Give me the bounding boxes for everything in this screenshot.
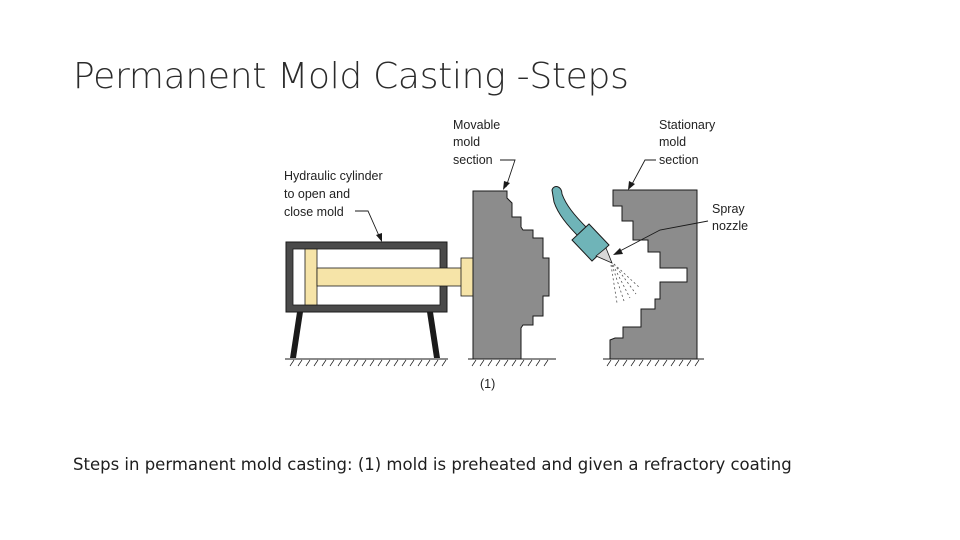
slide-title: Permanent Mold Casting -Steps bbox=[73, 56, 629, 97]
leader-stationary bbox=[630, 159, 656, 187]
cylinder-support-right bbox=[427, 312, 440, 358]
label-hydraulic-line-1: Hydraulic cylinder bbox=[284, 169, 383, 183]
label-stationary-mold-section: Stationary mold section bbox=[659, 118, 719, 167]
label-hydraulic-line-2: to open and bbox=[284, 187, 350, 201]
label-stationary-line-1: Stationary bbox=[659, 118, 716, 132]
leader-lines bbox=[355, 159, 709, 255]
spray-nozzle bbox=[551, 186, 641, 304]
hatch-left bbox=[289, 359, 447, 367]
label-hydraulic-line-3: close mold bbox=[284, 205, 344, 219]
movable-mold-section bbox=[472, 190, 550, 360]
stationary-mold-section bbox=[609, 189, 698, 360]
nozzle-tip bbox=[595, 247, 613, 264]
nozzle-hose bbox=[551, 186, 589, 239]
arrow-hydraulic bbox=[376, 233, 382, 242]
label-spray-line-1: Spray bbox=[712, 202, 745, 216]
nozzle-body bbox=[571, 223, 610, 262]
leader-hydraulic bbox=[355, 210, 381, 239]
cylinder-support-left bbox=[290, 312, 303, 358]
label-stationary-line-3: section bbox=[659, 153, 699, 167]
step-number-label: (1) bbox=[480, 377, 495, 391]
leader-spray bbox=[617, 220, 709, 253]
hydraulic-cylinder bbox=[285, 241, 474, 358]
slide-caption: Steps in permanent mold casting: (1) mol… bbox=[73, 455, 792, 474]
label-spray-line-2: nozzle bbox=[712, 219, 748, 233]
rod-coupling bbox=[460, 257, 474, 297]
spray-pattern bbox=[610, 263, 641, 304]
label-movable-mold-section: Movable mold section bbox=[453, 118, 504, 167]
piston-head bbox=[304, 248, 318, 306]
label-hydraulic-cylinder: Hydraulic cylinder to open and close mol… bbox=[284, 169, 386, 219]
arrow-movable bbox=[503, 181, 510, 190]
label-movable-line-2: mold bbox=[453, 135, 480, 149]
leader-movable bbox=[500, 159, 516, 188]
arrow-stationary bbox=[628, 181, 635, 190]
arrow-spray bbox=[613, 248, 623, 255]
hatch-middle bbox=[471, 359, 549, 367]
label-movable-line-3: section bbox=[453, 153, 493, 167]
label-movable-line-1: Movable bbox=[453, 118, 500, 132]
ground-hatching bbox=[285, 358, 704, 367]
label-stationary-line-2: mold bbox=[659, 135, 686, 149]
piston-rod bbox=[316, 267, 463, 287]
label-spray-nozzle: Spray nozzle bbox=[712, 202, 748, 233]
hatch-right bbox=[606, 359, 700, 367]
